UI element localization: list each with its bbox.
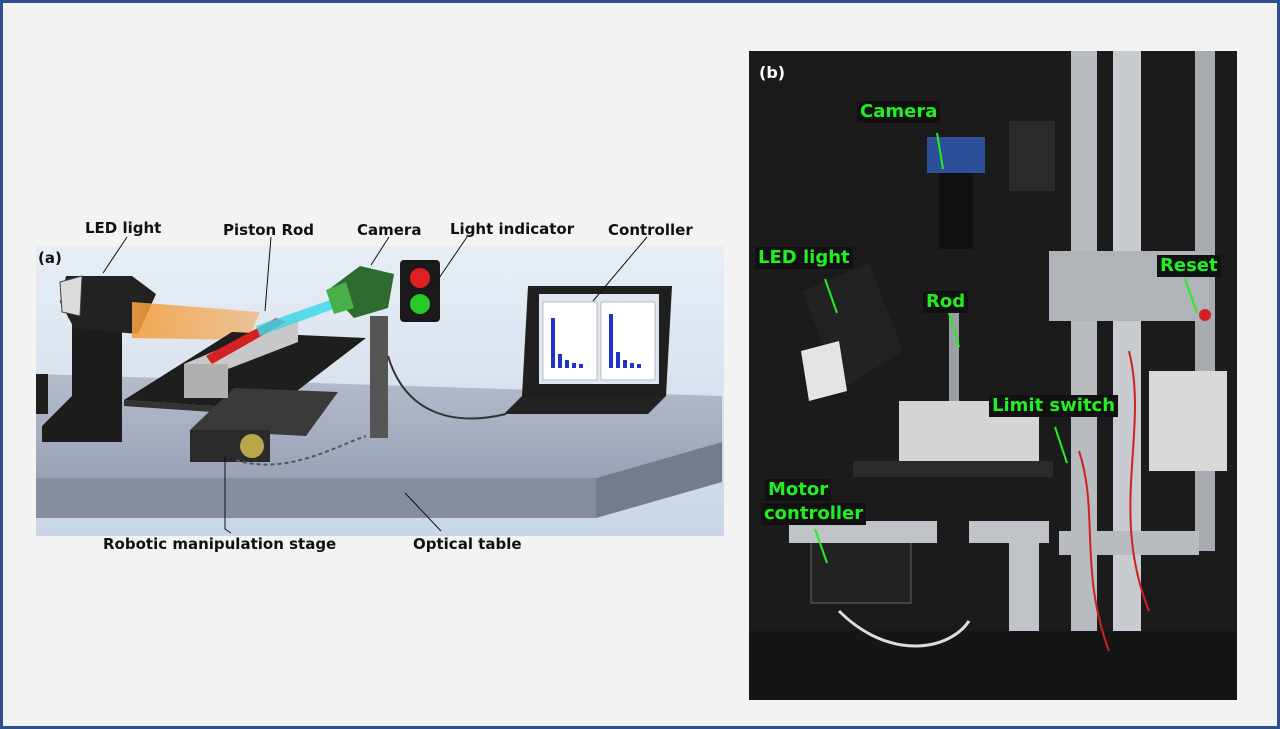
panel-b-leader-lines: [814, 132, 1198, 564]
table-left-block: [36, 374, 48, 414]
leader-led-light: [102, 236, 128, 274]
callout-b-camera: Camera: [857, 101, 941, 123]
leader-piston-rod: [264, 236, 272, 312]
led-light-face: [59, 275, 83, 317]
histogram-bar: [623, 360, 627, 368]
callout-b-reset: Reset: [1157, 255, 1221, 277]
stage-motor-knob: [240, 434, 264, 458]
panel-a-drawing: [36, 246, 724, 536]
leader-light-indicator: [436, 236, 468, 282]
leader-b-limit-switch: [1054, 426, 1068, 464]
wire-red: [1078, 450, 1110, 652]
reset-button: [1199, 309, 1211, 321]
callout-b-controller: controller: [761, 503, 867, 525]
light-indicator-box: [400, 260, 440, 322]
piston-holder-box: [184, 364, 228, 398]
camera-lens-photo: [939, 173, 973, 249]
rod-photo: [949, 291, 959, 401]
callout-piston-rod: Piston Rod: [223, 221, 315, 239]
callout-b-led-light: LED light: [755, 247, 853, 269]
led-beam: [132, 302, 260, 340]
callout-b-motor: Motor: [765, 479, 832, 501]
panel-a-leader-lines: [102, 236, 648, 534]
histogram-bar: [565, 360, 569, 368]
robotic-stage-base: [190, 388, 338, 436]
histogram-bar: [637, 364, 641, 368]
red-light: [410, 268, 430, 288]
rail-vertical: [1113, 51, 1141, 700]
callout-light-indicator: Light indicator: [450, 220, 575, 238]
histogram-bar: [551, 318, 555, 368]
wire-red: [1128, 350, 1150, 612]
optical-table-front: [36, 478, 596, 518]
histogram-bar: [609, 314, 613, 368]
callout-camera: Camera: [357, 221, 422, 239]
rail-horizontal: [1059, 531, 1199, 555]
camera-post: [370, 316, 388, 438]
led-face-photo: [801, 341, 847, 401]
cable-2: [235, 435, 367, 466]
panel-b-drawing: [749, 51, 1237, 700]
camera-beam: [256, 298, 336, 336]
green-light: [410, 294, 430, 314]
histogram-bar: [572, 363, 576, 368]
leader-b-motor-controller: [814, 528, 828, 564]
histogram-bar: [558, 354, 562, 368]
callout-controller: Controller: [608, 221, 693, 239]
histogram-bar: [579, 364, 583, 368]
leader-controller: [592, 236, 648, 302]
rail-horizontal: [1009, 521, 1039, 641]
led-tower: [42, 316, 122, 442]
rail-horizontal: [789, 521, 1049, 543]
callout-led-light: LED light: [85, 219, 162, 237]
leader-optical-table: [404, 492, 442, 532]
panel-b-letter: (b): [759, 63, 786, 82]
stage-plate-photo: [853, 461, 1053, 477]
callout-b-rod: Rod: [923, 291, 969, 313]
wire-white: [837, 609, 971, 648]
cable-1: [387, 355, 507, 420]
leader-camera: [370, 236, 390, 266]
camera-body-photo: [927, 137, 985, 173]
panel-b-photo: (b) Camera LED light Rod Reset Limit swi…: [749, 51, 1237, 700]
camera-mount: [1009, 121, 1055, 191]
leader-b-rod: [948, 312, 960, 348]
laptop-base: [504, 396, 666, 414]
motor-controller-photo: [810, 532, 912, 604]
power-supply-photo: [1149, 371, 1227, 471]
callout-optical-table: Optical table: [413, 535, 522, 553]
histogram-bar: [630, 363, 634, 368]
leader-b-camera: [936, 132, 944, 170]
breadboard-photo: [749, 631, 1237, 700]
histogram-bar: [616, 352, 620, 368]
rail-vertical: [1071, 51, 1097, 700]
leader-b-reset: [1184, 278, 1198, 314]
callout-b-limit-switch: Limit switch: [989, 395, 1119, 417]
panel-a-letter: (a): [38, 249, 62, 267]
leader-b-led-light: [824, 278, 838, 314]
callout-robotic-stage: Robotic manipulation stage: [103, 535, 337, 553]
panel-a-cad-rendering: [36, 246, 724, 536]
optical-table-side: [596, 442, 722, 518]
leader-robotic-stage: [224, 455, 232, 534]
lens-lower: [937, 491, 969, 621]
camera-lens: [326, 282, 354, 314]
